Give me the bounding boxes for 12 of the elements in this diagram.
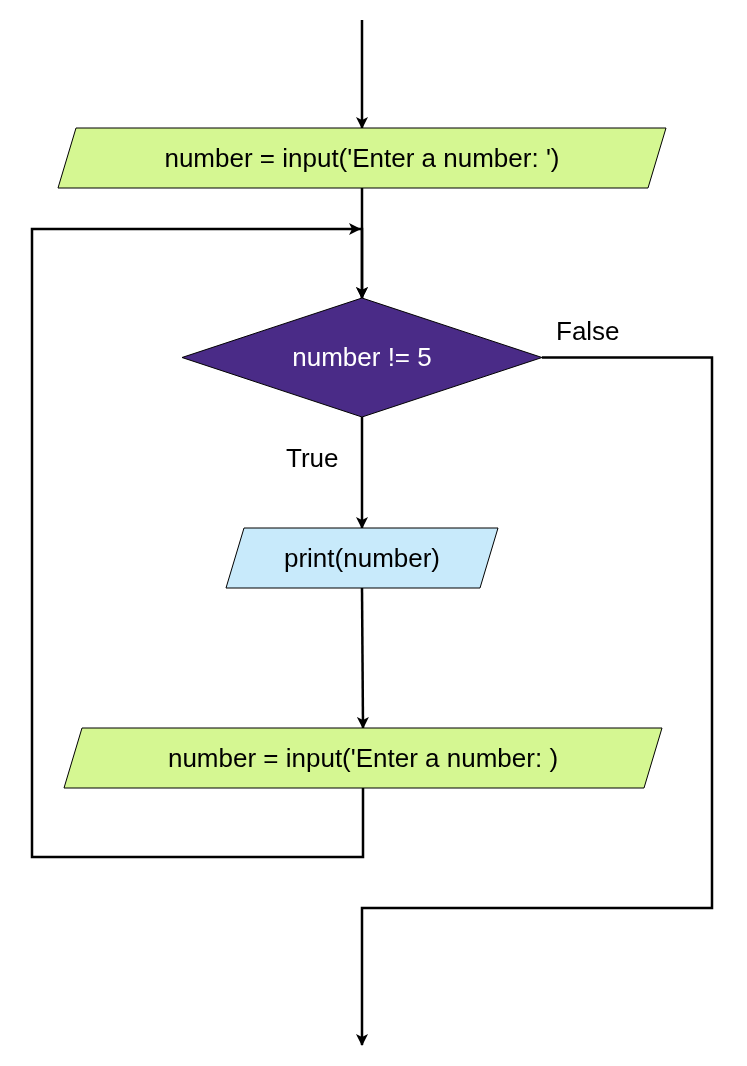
decision-diamond [182,298,542,417]
node-text: number != 5 [292,342,432,373]
output-parallelogram [226,528,498,588]
arrow [356,20,368,129]
arrow [356,588,369,729]
arrow [356,356,714,1046]
node-text: number = input('Enter a number: ) [167,742,559,774]
input-parallelogram [64,728,662,788]
input-parallelogram [58,128,666,188]
node-text: number = input('Enter a number: ') [164,142,560,174]
node-text: print(number) [283,542,441,574]
arrow [356,417,368,529]
